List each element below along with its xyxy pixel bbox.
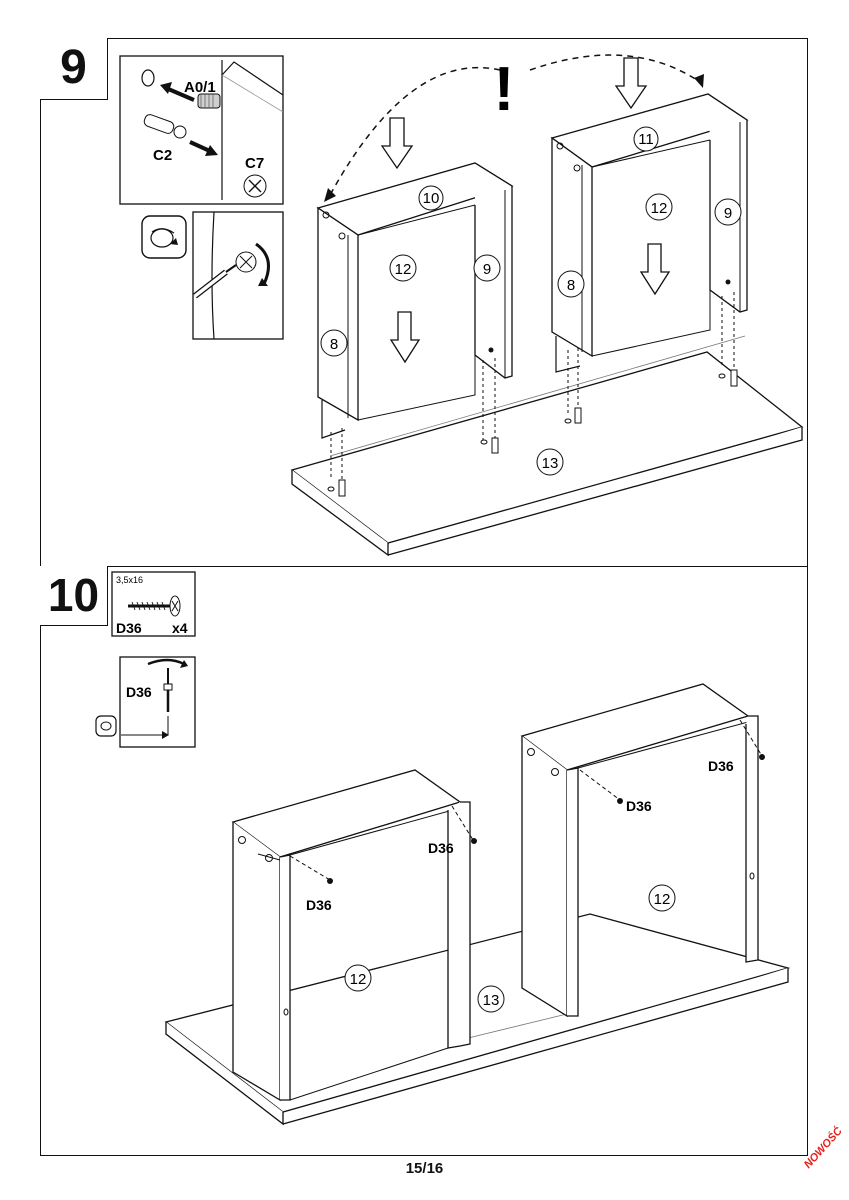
- panel-edge-graphic: [221, 60, 284, 200]
- right-cabinet-assembled: [520, 683, 759, 1018]
- callout-c2: C2: [153, 147, 172, 164]
- screw-vertical-icon: [163, 683, 173, 712]
- screw-code: D36: [116, 620, 142, 636]
- screw-quantity: x4: [172, 620, 188, 636]
- part-label-12: 12: [395, 261, 412, 278]
- down-arrow-icons: [380, 57, 671, 364]
- cam-bolt-c2-icon: [143, 114, 187, 139]
- dowel-a01-icon: [197, 93, 221, 109]
- left-frame-assembly: [316, 162, 514, 439]
- dowel-guides-right: [567, 292, 735, 416]
- rotate-arrow-icon: [147, 658, 185, 666]
- screw-points: [327, 754, 765, 884]
- rotate-arrow-icon: [255, 242, 270, 285]
- dowel-guides-left: [330, 358, 496, 482]
- step-number-10: 10: [40, 566, 108, 626]
- part-label-9: 9: [724, 205, 732, 222]
- cam-lock-c7-icon: [243, 174, 267, 198]
- screw-guides: [289, 719, 763, 881]
- arrow-icon: [165, 86, 195, 102]
- screw-label-d36: D36: [708, 758, 734, 774]
- cam-lock-turn-icon: [100, 721, 112, 731]
- screw-size: 3,5x16: [116, 575, 143, 585]
- step-number-9: 9: [40, 38, 108, 100]
- cam-lock-turn-icon: [150, 228, 178, 248]
- part-label-11: 11: [638, 131, 654, 148]
- cam-lock-icon: [235, 251, 257, 273]
- screw-label-d36: D36: [306, 897, 332, 913]
- screw-label-d36: D36: [428, 840, 454, 856]
- part-label-10: 10: [423, 190, 440, 207]
- left-cabinet-assembled: [231, 769, 471, 1102]
- screwdriver-detail-box: [192, 211, 284, 340]
- tool-icon-box: [141, 215, 187, 259]
- bottom-board-13: [290, 335, 804, 557]
- part-label-13: 13: [483, 992, 500, 1009]
- part-label-12: 12: [651, 200, 668, 217]
- callout-a01: A0/1: [184, 79, 216, 96]
- dowel-hole-icon: [141, 69, 155, 87]
- dowels-right: [564, 369, 738, 424]
- screwdriver-icon: [193, 264, 237, 299]
- screw-d36-icon: [128, 595, 181, 617]
- part-label-13: 13: [542, 455, 559, 472]
- part-label-12: 12: [654, 891, 671, 908]
- screw-detail-box: [111, 571, 196, 637]
- part-label-12: 12: [350, 971, 367, 988]
- step-divider: [40, 566, 808, 567]
- part-label-9: 9: [483, 261, 491, 278]
- page-number: 15/16: [405, 1160, 444, 1177]
- warning-mark: !: [494, 55, 515, 124]
- bottom-board-13: [164, 913, 791, 1126]
- part-label-8: 8: [330, 336, 338, 353]
- detail-screw-code: D36: [126, 684, 152, 700]
- dowels-left: [327, 437, 499, 497]
- screw-install-detail-box: [119, 656, 196, 748]
- tool-icon-box: [95, 715, 117, 737]
- screw-label-d36: D36: [626, 798, 652, 814]
- part-label-8: 8: [567, 277, 575, 294]
- callout-c7: C7: [245, 155, 264, 172]
